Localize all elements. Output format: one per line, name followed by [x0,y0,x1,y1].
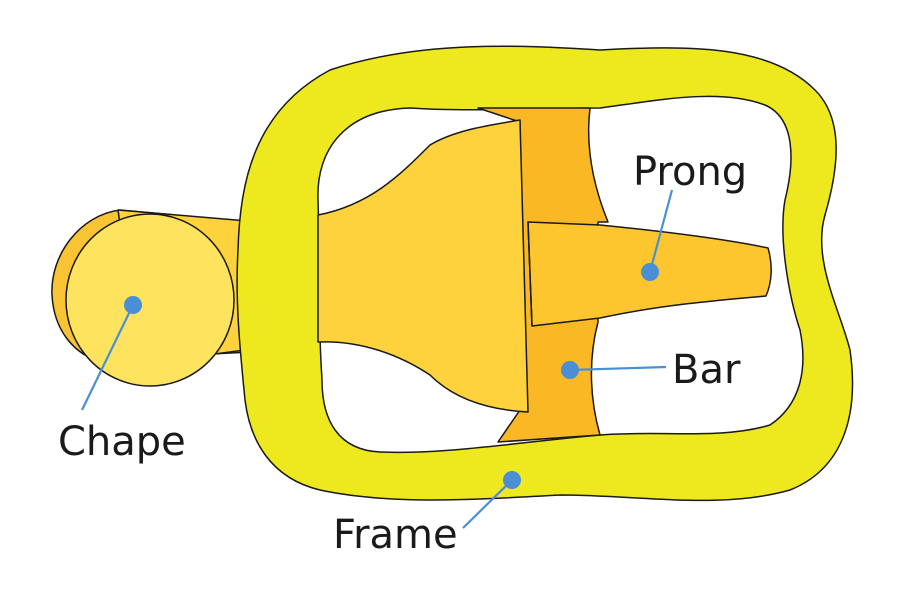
chape-label: Chape [58,419,186,465]
prong-label: Prong [633,149,747,195]
bar-label: Bar [672,347,741,393]
chape-front [65,213,235,387]
bar-leader [561,361,667,379]
prong-leader [641,189,674,281]
frame-label: Frame [333,512,458,558]
chape-leader [81,296,142,411]
frame-leader [462,471,521,529]
prong-edge [527,221,533,327]
chape-plate [317,119,529,413]
